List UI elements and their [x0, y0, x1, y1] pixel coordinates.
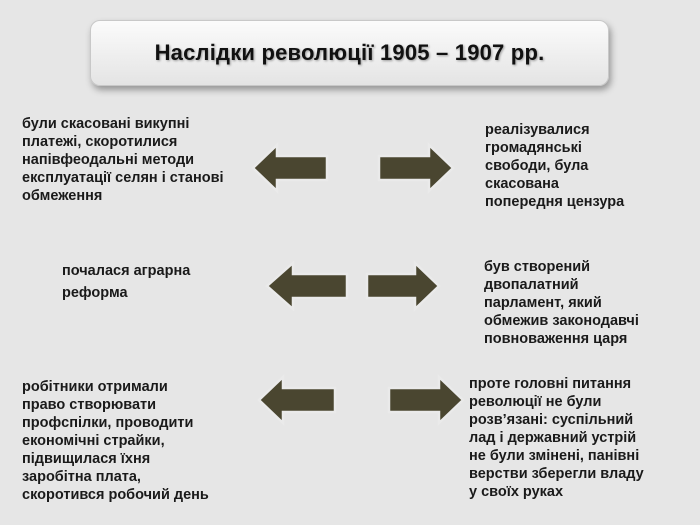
consequence-mid-right: був створений двопалатний парламент, яки…: [484, 259, 639, 347]
consequence-mid-left: почалася аграрна реформа: [62, 263, 191, 301]
arrow-right-icon: [365, 260, 441, 312]
consequence-bottom-left: робітники отримали право створювати проф…: [22, 379, 209, 503]
consequence-bottom-right: проте головні питання революції не були …: [469, 376, 644, 500]
arrow-left-icon: [257, 374, 337, 426]
arrow-left-icon: [251, 142, 329, 194]
arrow-right-icon: [387, 374, 465, 426]
page-title: Наслідки революції 1905 – 1907 рр.: [154, 40, 545, 65]
consequence-top-left: були скасовані викупні платежі, скоротил…: [22, 116, 224, 204]
arrow-right-icon: [377, 142, 455, 194]
arrow-left-icon: [265, 260, 349, 312]
consequence-top-right: реалізувалися громадянські свободи, була…: [485, 122, 625, 210]
title-box: Наслідки революції 1905 – 1907 рр.: [90, 20, 609, 86]
